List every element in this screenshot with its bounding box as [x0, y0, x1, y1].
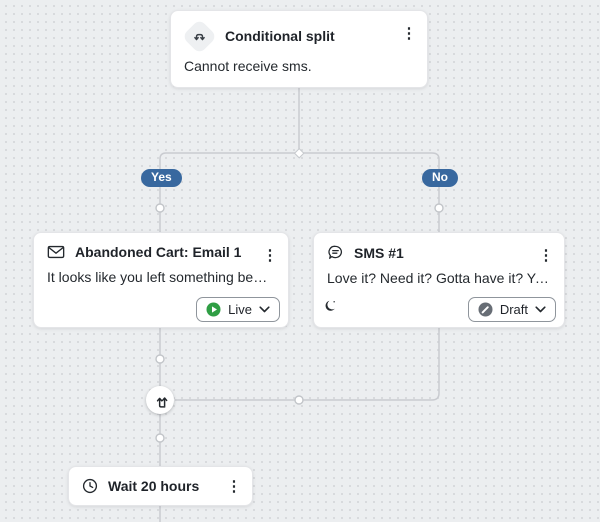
node-title: Wait 20 hours [108, 478, 200, 494]
quiet-hours-moon-icon [323, 299, 338, 319]
sms-status-dropdown[interactable]: Draft [467, 297, 556, 322]
connector-handle [294, 395, 304, 405]
live-status-icon [206, 302, 221, 317]
kebab-menu-icon[interactable]: ⋮ [399, 23, 419, 43]
status-label: Draft [499, 302, 528, 317]
branch-yes-badge: Yes [141, 169, 182, 187]
draft-status-icon [478, 302, 493, 317]
email-status-dropdown[interactable]: Live [196, 297, 280, 322]
connector-handle [155, 354, 165, 364]
email-icon [47, 244, 65, 260]
connector-handle [155, 203, 165, 213]
chevron-down-icon [535, 306, 546, 313]
junction-diamond [293, 147, 305, 159]
conditional-split-header: Conditional split [171, 11, 427, 55]
connector-sms-merge [175, 328, 440, 401]
kebab-menu-icon[interactable]: ⋮ [224, 476, 244, 496]
connector-handle [434, 203, 444, 213]
merge-paths-button[interactable] [146, 386, 174, 414]
wait-header: Wait 20 hours ⋮ [69, 467, 252, 505]
conditional-split-node[interactable]: Conditional split ⋮ Cannot receive sms. [170, 10, 428, 88]
email-node[interactable]: Abandoned Cart: Email 1 ⋮ It looks like … [33, 232, 289, 328]
conditional-split-icon [181, 18, 218, 55]
branch-no-badge: No [422, 169, 458, 187]
kebab-menu-icon[interactable]: ⋮ [260, 245, 280, 265]
sms-node[interactable]: SMS #1 ⋮ Love it? Need it? Gotta have it… [313, 232, 565, 328]
node-title: SMS #1 [354, 244, 404, 261]
wait-node[interactable]: Wait 20 hours ⋮ [68, 466, 253, 506]
clock-icon [82, 478, 98, 494]
merge-paths-icon [156, 396, 167, 408]
node-description: Cannot receive sms. [184, 58, 312, 74]
node-title: Conditional split [225, 27, 335, 44]
status-label: Live [228, 302, 252, 317]
email-header: Abandoned Cart: Email 1 [34, 233, 288, 260]
sms-icon [327, 244, 344, 261]
connector-handle [155, 433, 165, 443]
node-title: Abandoned Cart: Email 1 [75, 244, 242, 260]
kebab-menu-icon[interactable]: ⋮ [536, 245, 556, 265]
connector-branch [159, 152, 440, 232]
chevron-down-icon [259, 306, 270, 313]
sms-preview-text: Love it? Need it? Gotta have it? Your ca… [327, 270, 564, 286]
email-preview-text: It looks like you left something behind.… [47, 269, 288, 285]
sms-header: SMS #1 [314, 233, 564, 261]
